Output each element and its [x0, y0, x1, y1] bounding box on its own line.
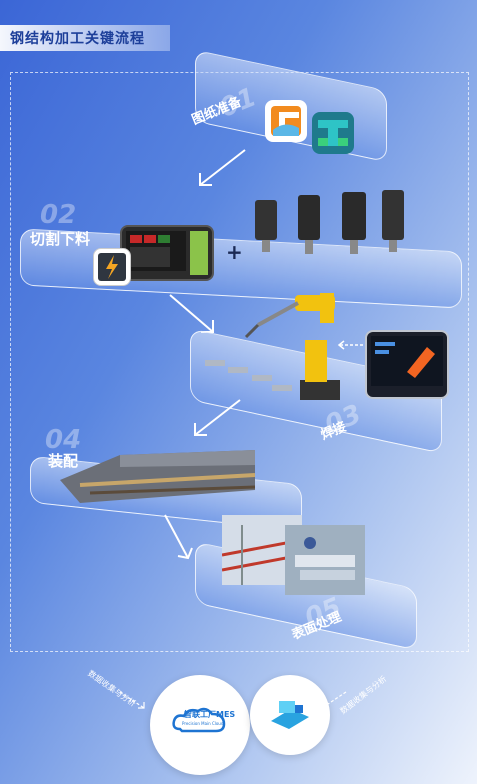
assembly-photo — [60, 450, 255, 503]
step-02-number: 02 — [40, 200, 77, 230]
laser-heads-icon — [255, 190, 404, 254]
arrow-03-04 — [194, 399, 241, 436]
title-bar: 钢结构加工关键流程 — [0, 25, 170, 51]
cut-controller-screen — [120, 225, 214, 281]
digital-factory-circle — [250, 675, 330, 755]
page-title: 钢结构加工关键流程 — [10, 31, 145, 47]
arrow-01-02 — [199, 149, 246, 186]
dashed-arrow-to-robot — [337, 340, 363, 350]
mes-brand-text: 智联工厂MES — [184, 710, 236, 719]
tekla-structure-icon — [312, 112, 354, 154]
steel-parts-icon — [205, 360, 292, 391]
arrow-04-05 — [164, 514, 193, 560]
surface-photo-right — [285, 525, 365, 595]
plus-sign: + — [226, 240, 243, 264]
arrow-right-to-factory — [321, 691, 347, 709]
mes-sub-text: Precision Main Cloud — [182, 721, 224, 726]
arrow-left-to-mes — [119, 691, 145, 709]
step-04-number: 04 — [45, 425, 82, 455]
mes-logo-circle: 智联工厂MES Precision Main Cloud — [150, 675, 250, 775]
step-02-label: 切割下料 — [30, 230, 91, 248]
monitor-software-icon — [365, 330, 449, 399]
factory-dashboard-icon — [271, 701, 309, 729]
step-04-label: 装配 — [48, 452, 79, 470]
lightning-app-icon — [93, 248, 131, 286]
welding-robot-icon — [244, 293, 340, 400]
cloud-icon — [172, 707, 226, 733]
drawing-app-icon — [265, 100, 307, 142]
